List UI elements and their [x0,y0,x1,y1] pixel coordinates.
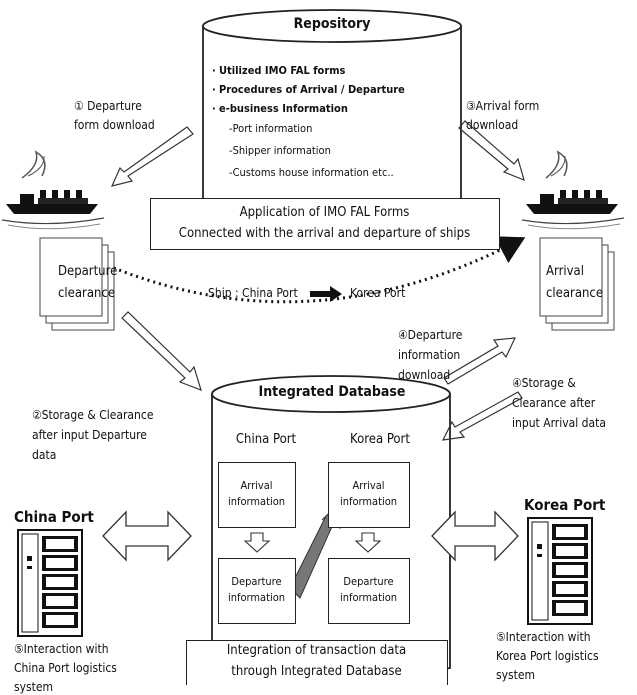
repository-bullet: · [212,102,216,115]
korea-port-label: Korea Port [524,496,606,514]
repository-subitem: -Customs house information etc.. [229,166,394,179]
db-col-korea: Korea Port [350,432,410,447]
down-arrow-china [243,532,271,553]
departure-clearance-line1: Departure [58,264,118,279]
repository-item: Procedures of Arrival / Departure [219,83,405,96]
hollow-arrow-departure-to-db [121,311,202,391]
db-col-china: China Port [235,432,297,447]
repository-subitem: -Shipper information [229,144,331,157]
repository-bullet: · [212,83,216,96]
step5-korea-line1: ⑤Interaction with [496,630,591,644]
korea-departure-info-line2: information [339,591,398,604]
korea-arrival-info-line1: Arrival [352,479,385,492]
arrival-clearance-line1: Arrival [546,264,584,279]
china-arrival-info-box: Arrival information [218,462,296,528]
step3-label-line2: download [466,118,519,132]
step2-label-line3: data [32,448,57,462]
china-port-label: China Port [14,508,94,526]
integration-line1: Integration of transaction data [226,643,407,658]
step4-storage-line1: ④Storage & [512,376,576,390]
integrated-db-title: Integrated Database [258,384,406,400]
double-arrow-korea-db [431,510,519,562]
step1-label-line2: form download [74,118,155,132]
ship-icon-left [1,150,105,230]
arrival-clearance-line2: clearance [546,286,604,301]
double-arrow-china-db [102,510,192,562]
hollow-arrow-db-to-arrival [443,337,516,385]
step5-china-line3: system [14,680,54,694]
step5-korea-line3: system [496,668,536,682]
document-stack-left [39,237,115,331]
korea-arrival-info-line2: information [339,495,398,508]
korea-arrival-info-box: Arrival information [328,462,410,528]
server-icon-korea [527,517,593,625]
application-box: Application of IMO FAL Forms Connected w… [150,198,500,250]
repository-item: e-business Information [219,102,348,115]
step5-china-line1: ⑤Interaction with [14,642,109,656]
hollow-arrow-departure-download [110,126,194,187]
china-departure-info-box: Departure information [218,558,296,624]
china-departure-info-line2: information [227,591,286,604]
step4-download-line1: ④Departure [398,328,463,342]
ship-route-label: Ship : China Port [208,286,298,300]
step1-label-line1: ① Departure [74,99,142,113]
step4-download-line3: download [398,368,451,382]
server-icon-china [17,529,83,637]
application-line1: Application of IMO FAL Forms [239,205,410,220]
integration-line2: through Integrated Database [231,664,402,679]
step2-label-line1: ②Storage & Clearance [32,408,154,422]
ship-label-arrow [310,286,342,302]
step2-label-line2: after input Departure [32,428,147,442]
step5-korea-line2: Korea Port logistics [496,649,599,663]
down-arrow-korea [354,532,382,553]
document-stack-right [539,237,615,331]
china-arrival-info-line1: Arrival [240,479,273,492]
hollow-arrow-arrival-to-db [441,391,523,441]
ship-icon-right [521,150,625,230]
korea-departure-info-box: Departure information [328,558,410,624]
china-arrival-info-line2: information [227,495,286,508]
step4-storage-line3: input Arrival data [512,416,606,430]
step5-china-line2: China Port logistics [14,661,117,675]
ship-route-label-destination: Korea Port [350,286,406,300]
repository-title: Repository [293,16,371,32]
integration-box: Integration of transaction data through … [186,640,448,685]
repository-item: Utilized IMO FAL forms [219,64,346,77]
step3-label-line1: ③Arrival form [466,99,540,113]
application-line2: Connected with the arrival and departure… [178,226,471,241]
china-departure-info-line1: Departure [231,575,282,588]
departure-clearance-line2: clearance [58,286,116,301]
repository-cylinder [202,9,462,213]
step4-download-line2: information [398,348,461,362]
step4-storage-line2: Clearance after [512,396,596,410]
ship-route-arc [85,236,526,304]
korea-departure-info-line1: Departure [343,575,394,588]
repository-subitem: -Port information [229,122,313,135]
repository-bullet: · [212,64,216,77]
hollow-arrow-arrival-download [458,120,525,182]
